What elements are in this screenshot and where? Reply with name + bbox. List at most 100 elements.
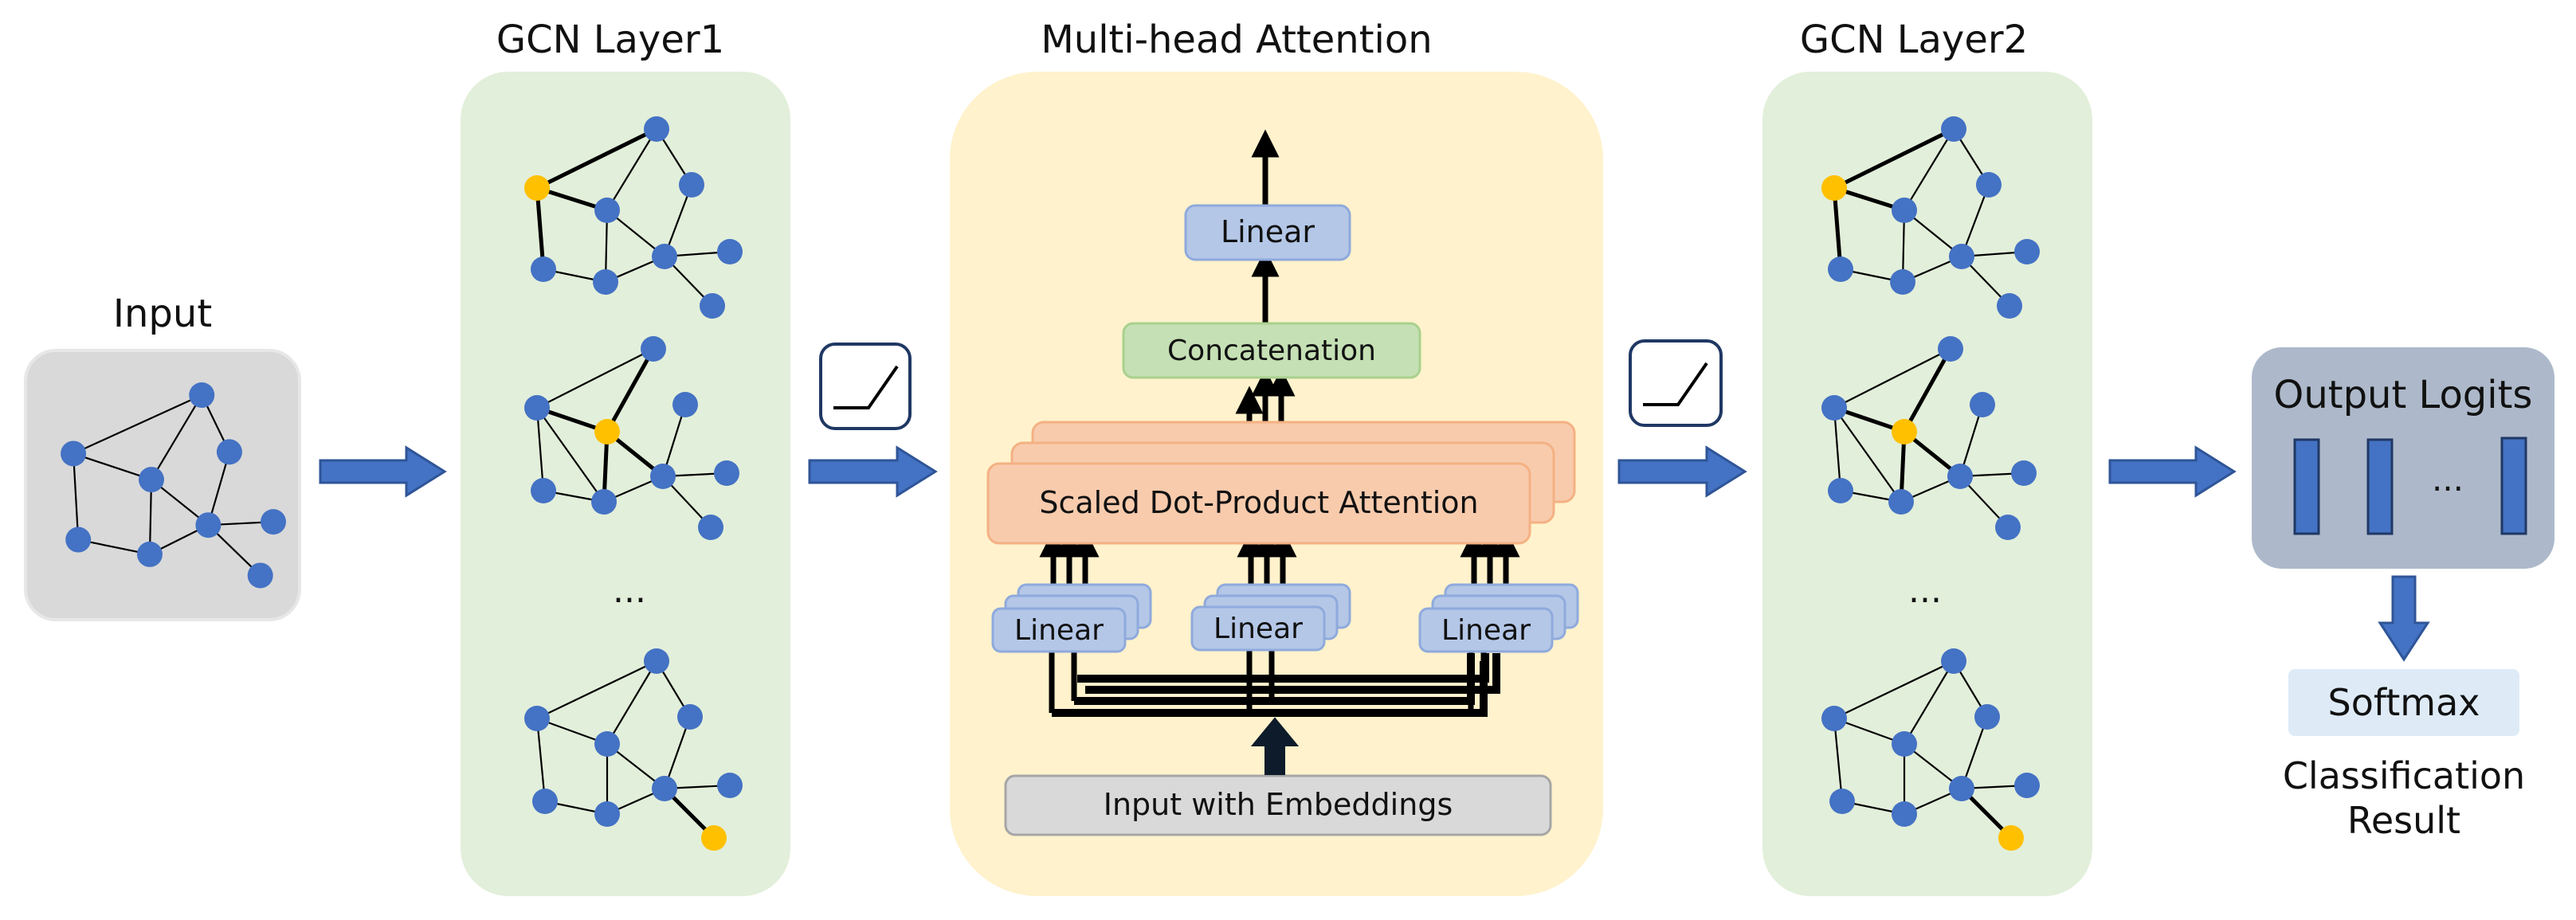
graph-node bbox=[2011, 460, 2037, 486]
graph-edge bbox=[535, 127, 658, 190]
gcn2-graph-top bbox=[1821, 116, 2040, 319]
gcn1-panel bbox=[461, 72, 790, 896]
graph-edge bbox=[1902, 347, 1953, 433]
graph-node bbox=[1941, 116, 1966, 142]
gcn2-ellipsis: ... bbox=[1908, 570, 1942, 611]
graph-node bbox=[717, 773, 743, 798]
graph-node bbox=[1890, 269, 1915, 295]
graph-edge bbox=[663, 184, 693, 257]
graph-edge bbox=[535, 187, 546, 270]
relu-activation-icon bbox=[1629, 339, 1723, 427]
graph-node bbox=[195, 512, 222, 538]
input-embeddings-box[interactable]: Input with Embeddings bbox=[1004, 774, 1552, 836]
graph-node bbox=[1997, 293, 2022, 319]
sdpa-label: Scaled Dot-Product Attention bbox=[1039, 485, 1478, 520]
linear-q-label: Linear bbox=[1014, 614, 1104, 647]
gcn2-title: GCN Layer2 bbox=[1800, 18, 2028, 62]
linear-top-box[interactable]: Linear bbox=[1184, 204, 1351, 261]
graph-edge bbox=[73, 393, 202, 455]
graph-edge bbox=[73, 452, 152, 481]
graph-edge bbox=[151, 394, 203, 480]
graph-edge bbox=[1833, 718, 1844, 802]
arrow-gcn1-to-mha bbox=[808, 445, 938, 498]
linear-v-stack[interactable]: Linear bbox=[1418, 583, 1579, 653]
logit-bar-3 bbox=[2500, 437, 2527, 535]
graph-node bbox=[1970, 392, 1995, 417]
linear-v-label: Linear bbox=[1441, 614, 1531, 647]
graph-node bbox=[1976, 172, 2002, 198]
graph-edge bbox=[536, 348, 654, 409]
graph-node-highlighted bbox=[524, 175, 550, 201]
graph-node bbox=[1941, 648, 1966, 674]
gcn1-ellipsis: ... bbox=[613, 570, 646, 611]
concatenation-box[interactable]: Concatenation bbox=[1122, 322, 1421, 379]
softmax-box[interactable] bbox=[2288, 669, 2519, 736]
graph-node bbox=[216, 439, 242, 465]
graph-node bbox=[524, 395, 550, 421]
linear-k-stack[interactable]: Linear bbox=[1190, 583, 1351, 652]
graph-edge bbox=[606, 128, 657, 211]
graph-edge bbox=[606, 660, 657, 745]
relu-activation-icon bbox=[819, 343, 912, 430]
graph-node-highlighted bbox=[701, 825, 727, 851]
graph-edge bbox=[72, 453, 80, 540]
graph-edge bbox=[536, 660, 657, 719]
graph-node bbox=[1938, 336, 1963, 362]
graph-node bbox=[644, 648, 669, 674]
graph-edge bbox=[1833, 348, 1951, 409]
graph-node bbox=[1947, 464, 1973, 489]
logit-bar-1 bbox=[2293, 438, 2320, 535]
graph-node bbox=[1974, 704, 2000, 730]
graph-node bbox=[593, 269, 618, 295]
linear-q-stack[interactable]: Linear bbox=[991, 583, 1152, 653]
graph-edge bbox=[1904, 128, 1955, 211]
graph-node bbox=[677, 704, 703, 730]
graph-edge bbox=[1832, 187, 1843, 270]
logits-ellipsis: ... bbox=[2432, 460, 2464, 499]
gcn1-graph-top bbox=[524, 116, 743, 319]
arrow-output-to-softmax bbox=[2378, 575, 2430, 662]
graph-node-highlighted bbox=[1892, 419, 1917, 444]
graph-node bbox=[1888, 489, 1914, 515]
graph-edge bbox=[536, 407, 605, 503]
graph-node bbox=[650, 464, 676, 489]
graph-node bbox=[136, 541, 163, 567]
arrow-gcn2-to-output bbox=[2108, 445, 2237, 498]
linear-top-label: Linear bbox=[1221, 214, 1315, 249]
graph-node bbox=[1821, 706, 1847, 731]
graph-node bbox=[524, 706, 550, 731]
graph-node bbox=[698, 515, 723, 540]
graph-node bbox=[679, 172, 704, 198]
graph-node bbox=[672, 392, 698, 417]
graph-node bbox=[2014, 773, 2040, 798]
logit-bar-2 bbox=[2366, 438, 2394, 535]
graph-node bbox=[531, 478, 556, 503]
graph-node-highlighted bbox=[594, 419, 620, 444]
input-title: Input bbox=[113, 292, 212, 336]
graph-node bbox=[714, 460, 739, 486]
softmax-label: Softmax bbox=[2328, 681, 2480, 724]
graph-node bbox=[594, 198, 620, 223]
graph-node bbox=[1892, 731, 1917, 757]
arrow-input-to-gcn1 bbox=[319, 445, 447, 498]
graph-node bbox=[139, 467, 164, 493]
graph-edge bbox=[1833, 407, 1842, 491]
graph-node bbox=[1892, 198, 1917, 223]
gcn1-graph-middle bbox=[524, 336, 739, 540]
graph-node bbox=[594, 801, 620, 827]
gcn2-graph-bottom bbox=[1821, 648, 2040, 851]
graph-node bbox=[1949, 244, 1974, 269]
graph-node bbox=[1892, 801, 1917, 827]
output-logits-title: Output Logits bbox=[2274, 373, 2533, 417]
graph-node bbox=[717, 239, 743, 264]
graph-node bbox=[652, 776, 677, 801]
graph-node bbox=[65, 527, 92, 553]
graph-node-highlighted bbox=[1998, 825, 2024, 851]
output-logits-panel bbox=[2252, 347, 2554, 569]
graph-edge bbox=[535, 407, 545, 491]
sdpa-stack[interactable]: Scaled Dot-Product Attention bbox=[986, 421, 1576, 545]
graph-node bbox=[644, 116, 669, 142]
arrow-mha-to-gcn2 bbox=[1617, 445, 1747, 498]
concatenation-label: Concatenation bbox=[1167, 335, 1376, 367]
